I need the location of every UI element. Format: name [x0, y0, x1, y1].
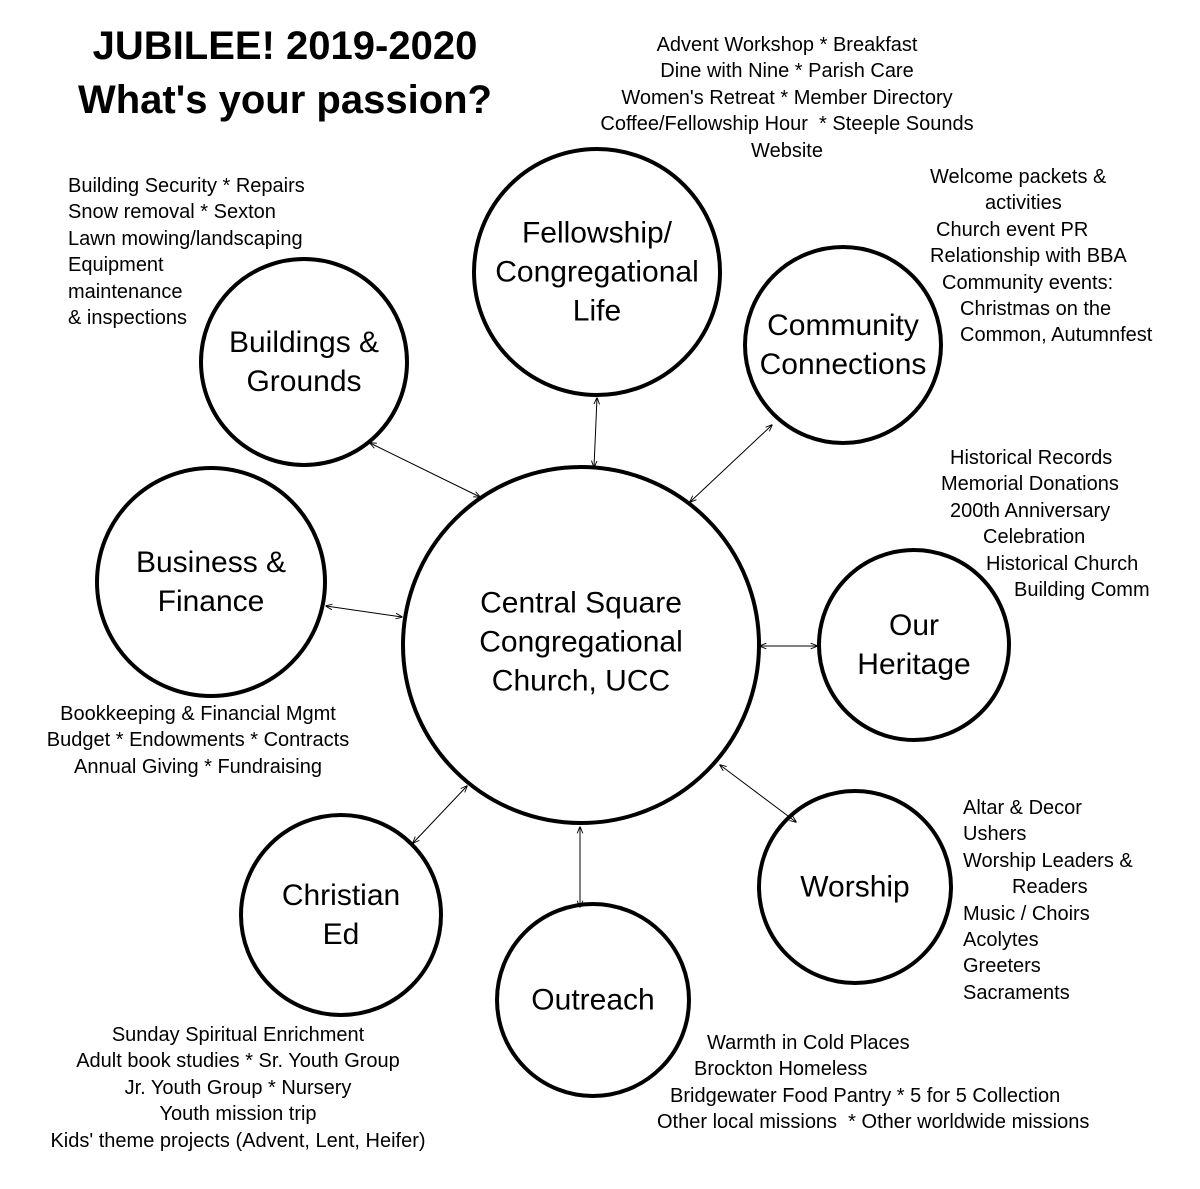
heritage-label-line: Heritage — [857, 648, 971, 681]
buildings-label-line: Grounds — [246, 365, 362, 398]
business-item: Bookkeeping & Financial Mgmt — [60, 703, 336, 725]
worship-connector-arrow — [720, 765, 796, 822]
business-item: Annual Giving * Fundraising — [74, 755, 322, 778]
worship-item: Readers — [1012, 876, 1088, 899]
business-label-line: Finance — [157, 585, 265, 618]
business-label: Business & Finance — [136, 543, 286, 621]
community-item: activities — [985, 192, 1062, 215]
central-church-label-line: Congregational — [479, 625, 683, 659]
fellowship-circle — [472, 147, 722, 397]
fellowship-item: Women's Retreat * Member Directory — [621, 86, 953, 109]
buildings-circle — [199, 257, 409, 467]
buildings-item: Building Security * Repairs — [68, 175, 305, 197]
buildings-item: Snow removal * Sexton — [68, 201, 276, 224]
heritage-item: Historical Church — [986, 552, 1139, 575]
christian-ed-item: Kids' theme projects (Advent, Lent, Heif… — [50, 1129, 426, 1152]
worship-item: Acolytes — [963, 929, 1039, 951]
christian-ed-item: Youth mission trip — [159, 1103, 317, 1126]
heritage-circle — [817, 548, 1011, 742]
community-item: Common, Autumnfest — [960, 324, 1153, 347]
page-title: JUBILEE! 2019-2020 — [92, 24, 478, 68]
fellowship-item: Website — [751, 139, 823, 162]
christian-ed-item: Adult book studies * Sr. Youth Group — [76, 1050, 400, 1073]
outreach-label: Outreach — [531, 981, 654, 1020]
worship-circle — [757, 789, 953, 985]
buildings-item: Equipment — [68, 254, 164, 277]
fellowship-label-line: Life — [572, 294, 622, 328]
worship-label-line: Worship — [800, 870, 910, 904]
business-circle — [95, 466, 327, 698]
christian-ed-connector-arrow — [413, 786, 467, 843]
worship-label: Worship — [800, 868, 909, 907]
community-item: Welcome packets & — [930, 166, 1107, 188]
business-item: Budget * Endowments * Contracts — [46, 729, 350, 752]
outreach-item: Brockton Homeless — [694, 1058, 868, 1081]
community-item: Community events: — [942, 271, 1114, 294]
buildings-item: & inspections — [68, 307, 187, 329]
page-subtitle: What's your passion? — [77, 78, 492, 122]
outreach-item: Bridgewater Food Pantry * 5 for 5 Collec… — [670, 1084, 1061, 1107]
buildings-item: Lawn mowing/landscaping — [68, 227, 303, 250]
heritage-item: Celebration — [983, 526, 1086, 549]
heritage-item: Building Comm — [1014, 579, 1150, 601]
worship-item: Worship Leaders & — [963, 849, 1133, 872]
fellowship-item: Coffee/Fellowship Hour * Steeple Sounds — [600, 113, 974, 136]
central-church-circle — [401, 465, 761, 825]
central-church-label-line: Church, UCC — [491, 664, 671, 698]
christian-ed-label-line: Ed — [322, 918, 360, 951]
outreach-circle — [495, 902, 691, 1098]
christian-ed-item: Jr. Youth Group * Nursery — [124, 1076, 352, 1099]
heritage-label-line: Our — [888, 609, 939, 642]
community-connector-arrow — [690, 425, 772, 502]
christian-ed-item: Sunday Spiritual Enrichment — [111, 1024, 365, 1046]
community-label-line: Community — [767, 309, 919, 342]
fellowship-connector-arrow — [594, 398, 597, 467]
business-connector-arrow — [326, 606, 402, 617]
christian-ed-circle — [239, 813, 443, 1017]
outreach-label-line: Outreach — [531, 983, 655, 1017]
central-church-label-line: Central Square — [480, 586, 682, 620]
community-item: Christmas on the — [960, 298, 1112, 320]
worship-item: Music / Choirs — [963, 902, 1090, 925]
heritage-item: Historical Records — [950, 447, 1113, 469]
community-item: Relationship with BBA — [930, 245, 1127, 268]
outreach-item: Warmth in Cold Places — [707, 1032, 910, 1054]
heritage-item: 200th Anniversary — [950, 499, 1111, 522]
worship-item: Greeters — [963, 955, 1041, 978]
community-item: Church event PR — [936, 218, 1089, 241]
community-circle — [743, 245, 943, 445]
buildings-connector-arrow — [370, 443, 480, 497]
business-label-line: Business & — [135, 546, 287, 579]
buildings-item: maintenance — [68, 280, 183, 303]
buildings-label: Buildings & Grounds — [229, 323, 379, 401]
fellowship-label-line: Congregational — [495, 255, 699, 289]
heritage-item: Memorial Donations — [941, 473, 1119, 496]
fellowship-label-line: Fellowship/ — [521, 216, 673, 250]
fellowship-item: Dine with Nine * Parish Care — [660, 60, 914, 83]
community-label-line: Connections — [759, 348, 927, 381]
worship-item: Sacraments — [963, 981, 1070, 1004]
christian-ed-label-line: Christian — [281, 879, 401, 912]
buildings-label-line: Buildings & — [228, 326, 380, 359]
fellowship-item: Advent Workshop * Breakfast — [656, 34, 918, 56]
worship-item: Ushers — [963, 823, 1027, 846]
outreach-item: Other local missions * Other worldwide m… — [657, 1111, 1090, 1134]
worship-item: Altar & Decor — [963, 797, 1082, 819]
